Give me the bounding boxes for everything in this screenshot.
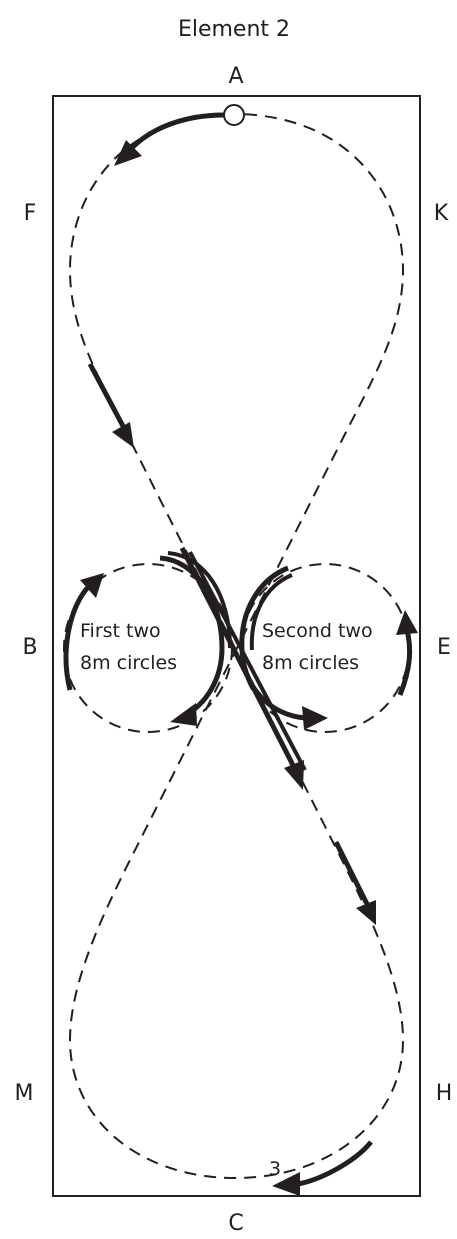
first-circles-label-line1: First two	[80, 620, 161, 642]
letter-a: A	[228, 64, 243, 89]
marker-number: 3	[269, 1158, 281, 1180]
letter-h: H	[436, 1081, 453, 1106]
first-circle-right-arrow-icon	[159, 551, 232, 726]
letter-e: E	[437, 635, 451, 660]
letter-k: K	[434, 201, 449, 226]
second-circle-left-arrow-icon	[239, 565, 328, 730]
letter-c: C	[228, 1211, 243, 1236]
letter-f: F	[24, 201, 37, 226]
first-circles-label-line2: 8m circles	[80, 652, 177, 674]
diagonal-arrow-lower-icon	[333, 840, 376, 925]
figure-eight-path	[68, 112, 405, 1180]
letter-b: B	[22, 635, 37, 660]
second-8m-circle	[240, 563, 410, 733]
start-arrow-icon	[114, 112, 225, 166]
diagram-title: Element 2	[178, 17, 290, 42]
second-circle-right-arrow-icon	[396, 610, 418, 696]
start-marker-icon	[223, 104, 245, 126]
finish-arrow-icon	[272, 1140, 373, 1196]
diagonal-arrow-upper-icon	[87, 362, 134, 448]
letter-m: M	[15, 1081, 34, 1106]
first-circle-left-arrow-icon	[63, 573, 104, 691]
second-circles-label-line1: Second two	[262, 620, 373, 642]
center-crossing-arrow-icon	[179, 546, 307, 790]
second-circles-label-line2: 8m circles	[262, 652, 359, 674]
arena-boundary	[52, 95, 421, 1197]
